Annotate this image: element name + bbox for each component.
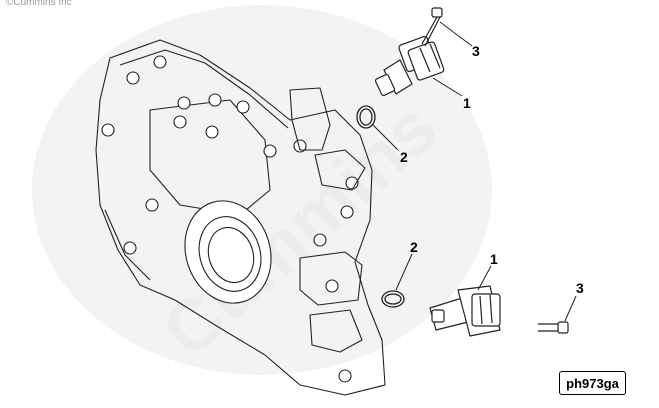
callout-lower-screw: 3 xyxy=(576,280,584,296)
gear-housing xyxy=(95,39,386,396)
lower-screw xyxy=(538,321,569,334)
callout-lower-sensor: 1 xyxy=(490,251,498,267)
leader-lines xyxy=(371,21,577,322)
figure-id-label: ph973ga xyxy=(559,371,626,395)
upper-o-ring xyxy=(356,105,376,129)
lower-speed-sensor xyxy=(429,285,501,337)
callout-upper-screw: 3 xyxy=(472,43,480,59)
callout-upper-o-ring: 2 xyxy=(400,149,408,165)
callout-upper-sensor: 1 xyxy=(463,95,471,111)
lower-o-ring xyxy=(381,290,405,308)
copyright-text: ©Cummins Inc xyxy=(6,0,72,8)
upper-screw xyxy=(421,7,443,47)
upper-speed-sensor xyxy=(374,35,445,97)
callout-lower-o-ring: 2 xyxy=(410,239,418,255)
